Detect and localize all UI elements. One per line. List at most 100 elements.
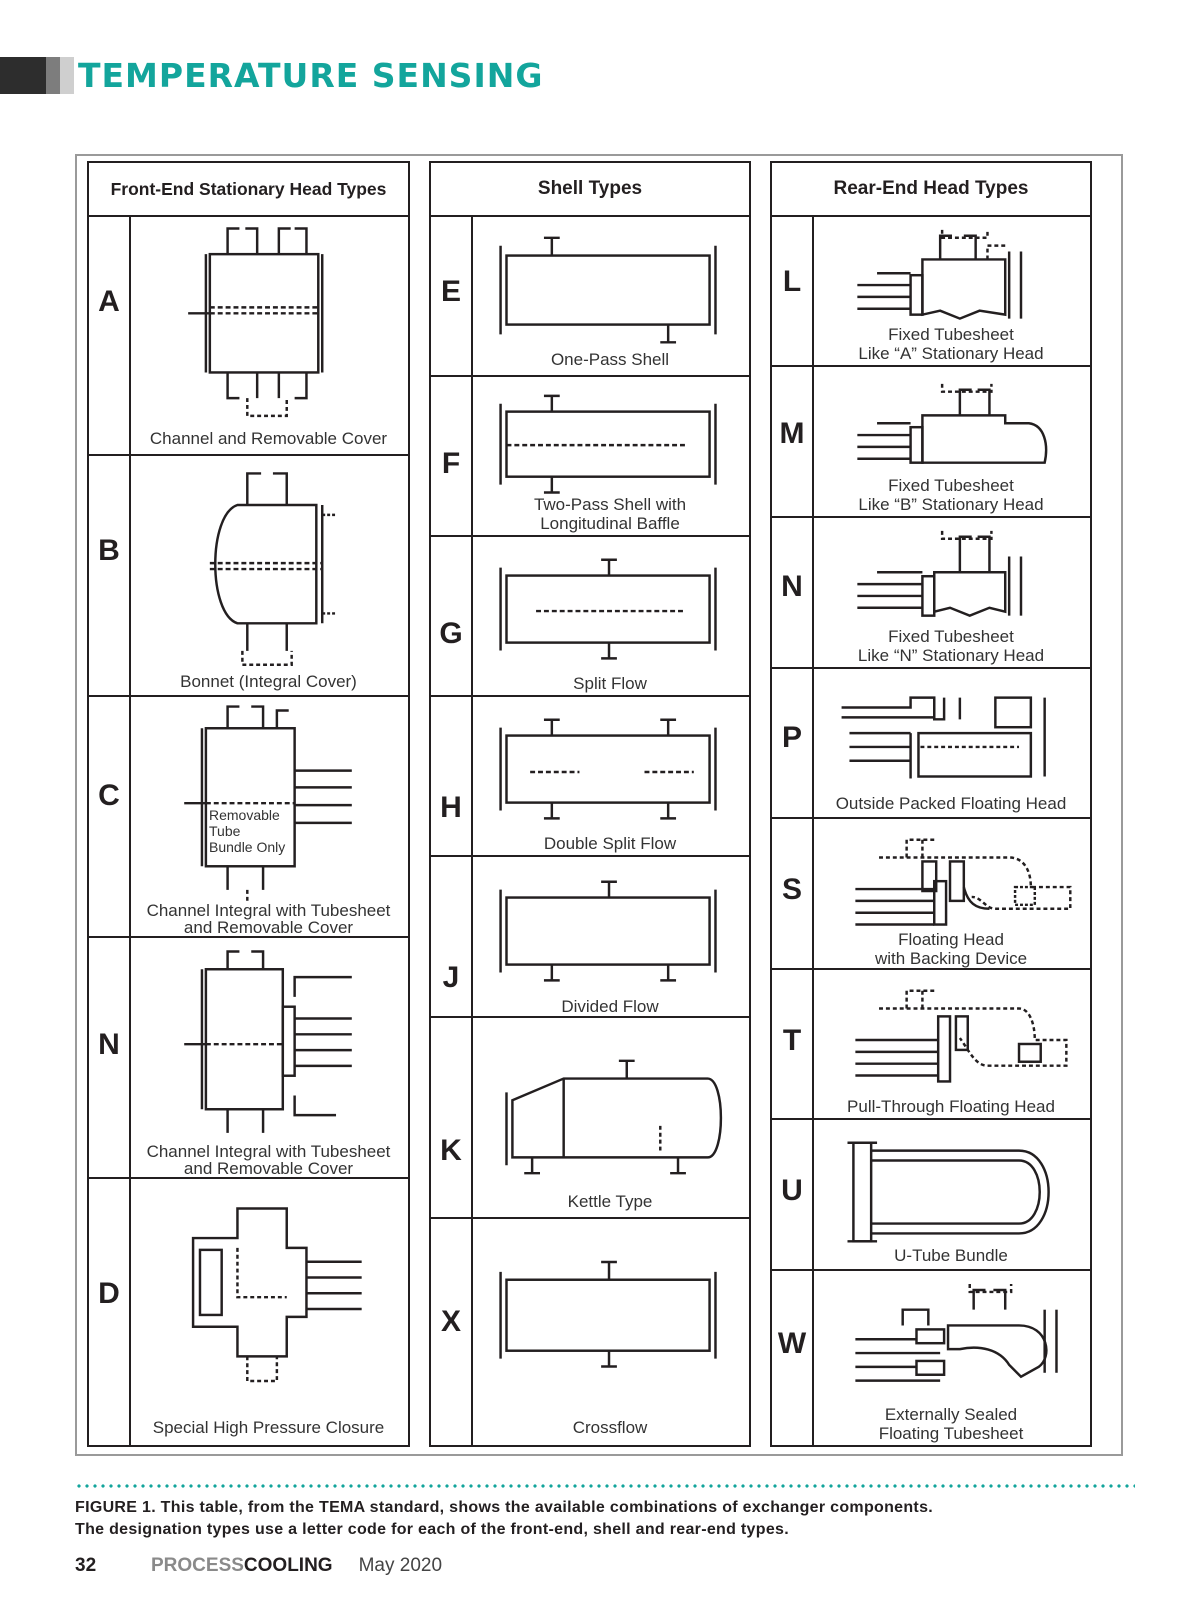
shell-row-h: H Double Split Flow bbox=[431, 695, 749, 857]
row-caption: Externally Sealed Floating Tubesheet bbox=[812, 1405, 1090, 1443]
shell-row-f: F Two-Pass Shell with Longitudinal Baffl… bbox=[431, 375, 749, 537]
row-letter: J bbox=[442, 961, 460, 994]
caption-line: Fixed Tubesheet bbox=[888, 476, 1014, 495]
figure-frame bbox=[75, 154, 1123, 1456]
rear-end-row-n: N Fixed Tubesheet Like “N” Stationary He… bbox=[772, 516, 1090, 669]
header-bar-light bbox=[60, 57, 74, 94]
caption-line: Floating Tubesheet bbox=[878, 1424, 1024, 1443]
rear-end-header: Rear-End Head Types bbox=[772, 163, 1090, 217]
row-caption: Crossflow bbox=[572, 1418, 648, 1437]
externally-sealed-floating-tubesheet-diagram bbox=[812, 1269, 1090, 1445]
shell-row-x: X Crossflow bbox=[431, 1217, 749, 1445]
brand-process: PROCESS bbox=[151, 1555, 244, 1576]
floating-head-backing-device-diagram bbox=[812, 817, 1090, 968]
rear-end-row-l: L Fixed Tubesheet Like “A” Stationary He… bbox=[772, 215, 1090, 367]
front-end-header: Front-End Stationary Head Types bbox=[89, 163, 408, 217]
rear-end-row-w: W Externally Sealed Floating Tubesheet bbox=[772, 1269, 1090, 1445]
figure-caption: FIGURE 1. This table, from the TEMA stan… bbox=[75, 1497, 1135, 1541]
front-end-row-b: B Bonnet (Integral Cover) bbox=[89, 454, 408, 697]
rear-end-row-m: M Fixed Tubesheet Like “B” Stationary He… bbox=[772, 365, 1090, 518]
row-letter: F bbox=[441, 447, 461, 480]
section-title: TEMPERATURE SENSING bbox=[78, 56, 544, 95]
channel-removable-cover-diagram bbox=[129, 215, 408, 454]
fixed-tubesheet-b-diagram bbox=[812, 365, 1090, 516]
shell-row-j: J Divided Flow bbox=[431, 855, 749, 1018]
front-end-row-d: D Special High Pressure Closure bbox=[89, 1177, 408, 1445]
row-letter: H bbox=[440, 791, 462, 824]
rear-end-column: Rear-End Head Types L Fixed Tubesheet Li… bbox=[770, 161, 1092, 1447]
shell-row-e: E One-Pass Shell bbox=[431, 215, 749, 377]
front-end-row-a: A Channel and Removable Cover bbox=[89, 215, 408, 456]
caption-line: Channel Integral with Tubesheet bbox=[146, 1142, 391, 1161]
fixed-tubesheet-a-diagram bbox=[812, 215, 1090, 365]
caption-line: Channel Integral with Tubesheet bbox=[146, 901, 391, 920]
outside-packed-floating-head-diagram bbox=[812, 667, 1090, 817]
caption-line: Longitudinal Baffle bbox=[540, 514, 680, 533]
front-end-row-c: C Removable Tube Bundle Only bbox=[89, 695, 408, 938]
caption-line: Like “A” Stationary Head bbox=[858, 344, 1044, 363]
row-letter: B bbox=[98, 534, 120, 567]
row-caption: Floating Head with Backing Device bbox=[812, 930, 1090, 968]
shell-column: Shell Types E One-Pass Shell F bbox=[429, 161, 751, 1447]
row-letter: D bbox=[98, 1277, 120, 1310]
front-end-row-n: N Channel Integral with Tubesheet and Re… bbox=[89, 936, 408, 1179]
header-bar-mid bbox=[46, 57, 60, 94]
row-caption: U-Tube Bundle bbox=[894, 1246, 1008, 1265]
channel-integral-n-diagram bbox=[129, 936, 408, 1177]
one-pass-shell-diagram bbox=[471, 215, 749, 375]
removable-note: Bundle Only bbox=[209, 839, 286, 855]
row-caption: Double Split Flow bbox=[543, 834, 677, 853]
row-letter: L bbox=[782, 265, 802, 298]
fixed-tubesheet-n-diagram bbox=[812, 516, 1090, 667]
removable-note: Removable bbox=[209, 807, 280, 823]
rear-end-row-p: P Outside Packed Floating Head bbox=[772, 667, 1090, 819]
rear-end-row-t: T Pull-Through Floating Head bbox=[772, 968, 1090, 1120]
front-end-column: Front-End Stationary Head Types A Channe… bbox=[87, 161, 410, 1447]
figure-caption-line: FIGURE 1. This table, from the TEMA stan… bbox=[75, 1499, 934, 1516]
row-caption: One-Pass Shell bbox=[550, 350, 670, 369]
caption-line: Fixed Tubesheet bbox=[888, 325, 1014, 344]
pull-through-floating-head-diagram bbox=[812, 968, 1090, 1118]
row-caption: Two-Pass Shell with Longitudinal Baffle bbox=[471, 495, 749, 533]
caption-line: Fixed Tubesheet bbox=[888, 627, 1014, 646]
row-letter: P bbox=[781, 721, 802, 754]
row-caption: Channel Integral with Tubesheet and Remo… bbox=[129, 902, 408, 936]
split-flow-diagram bbox=[471, 535, 749, 695]
row-caption: Channel Integral with Tubesheet and Remo… bbox=[129, 1143, 408, 1177]
row-caption: Special High Pressure Closure bbox=[152, 1418, 385, 1437]
row-caption: Outside Packed Floating Head bbox=[835, 794, 1067, 813]
rear-end-row-u: U U-Tube Bundle bbox=[772, 1118, 1090, 1271]
row-letter: N bbox=[781, 570, 803, 603]
row-caption: Fixed Tubesheet Like “A” Stationary Head bbox=[812, 325, 1090, 363]
channel-integral-tubesheet-diagram: Removable Tube Bundle Only bbox=[129, 695, 408, 936]
two-pass-shell-diagram bbox=[471, 375, 749, 535]
caption-line: and Removable Cover bbox=[183, 918, 354, 937]
shell-row-k: K Kettle Type bbox=[431, 1016, 749, 1219]
caption-line: Externally Sealed bbox=[884, 1405, 1018, 1424]
caption-line: Like “B” Stationary Head bbox=[858, 495, 1044, 514]
row-letter: M bbox=[779, 417, 805, 450]
row-letter: W bbox=[777, 1327, 807, 1360]
row-letter: K bbox=[440, 1134, 462, 1167]
removable-note: Tube bbox=[209, 823, 241, 839]
row-caption: Fixed Tubesheet Like “N” Stationary Head bbox=[812, 627, 1090, 665]
caption-line: and Removable Cover bbox=[183, 1159, 354, 1178]
row-caption: Bonnet (Integral Cover) bbox=[180, 672, 357, 691]
row-letter: A bbox=[98, 285, 120, 318]
row-letter: T bbox=[782, 1024, 802, 1057]
caption-line: Two-Pass Shell with bbox=[533, 495, 687, 514]
crossflow-diagram bbox=[471, 1217, 749, 1445]
row-letter: G bbox=[439, 617, 463, 650]
row-letter: N bbox=[98, 1028, 120, 1061]
double-split-flow-diagram bbox=[471, 695, 749, 855]
figure-caption-line: The designation types use a letter code … bbox=[75, 1521, 789, 1538]
row-letter: U bbox=[781, 1174, 803, 1207]
row-caption: Divided Flow bbox=[561, 997, 659, 1016]
brand-cooling: COOLING bbox=[243, 1555, 333, 1576]
u-tube-bundle-diagram bbox=[812, 1118, 1090, 1269]
caption-line: Like “N” Stationary Head bbox=[857, 646, 1045, 665]
bonnet-diagram bbox=[129, 454, 408, 695]
page-number: 32 bbox=[75, 1555, 97, 1576]
shell-row-g: G Split Flow bbox=[431, 535, 749, 697]
